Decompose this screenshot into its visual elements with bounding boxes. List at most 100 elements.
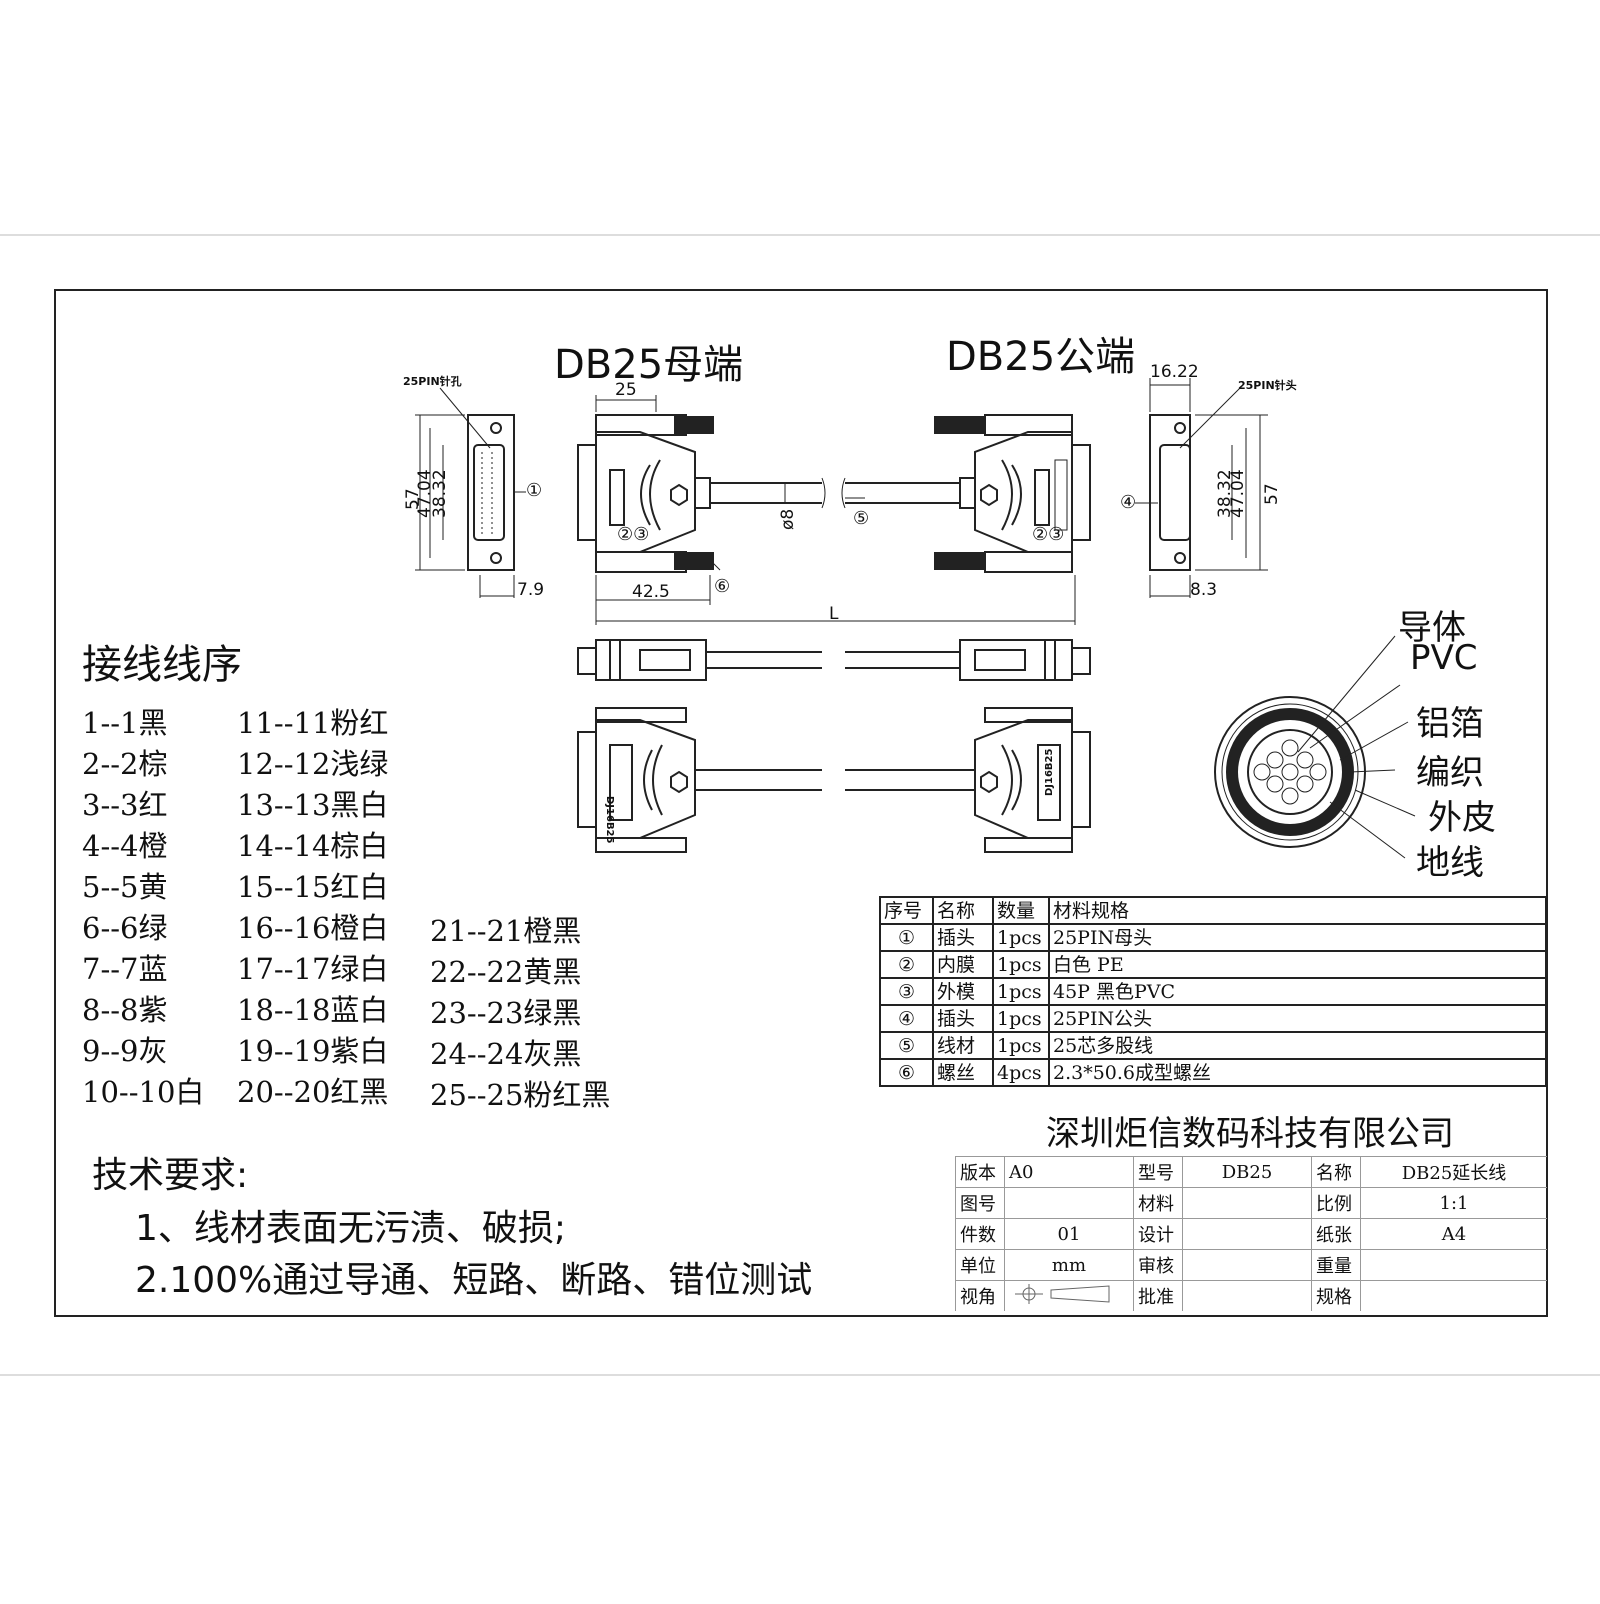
tb-cell	[1182, 1187, 1312, 1219]
bom-cell: 1pcs	[992, 977, 1050, 1006]
female-end-view	[415, 387, 526, 598]
tb-cell: 规格	[1311, 1280, 1361, 1311]
wiring-item: 16--16橙白	[237, 911, 389, 945]
callout-1: ①	[526, 480, 543, 501]
tb-cell: 图号	[955, 1187, 1005, 1219]
wiring-item: 1--1黑	[82, 706, 168, 740]
wiring-item: 13--13黑白	[237, 788, 389, 822]
requirements-title: 技术要求:	[92, 1155, 249, 1196]
table-row: 件数 01 设计 纸张 A4	[955, 1218, 1547, 1250]
bom-cell: 25PIN公头	[1048, 1004, 1547, 1033]
male-end-view	[1135, 378, 1268, 598]
cs-label-ground: 地线	[1416, 843, 1484, 883]
tb-cell: DB25延长线	[1360, 1156, 1547, 1188]
tb-cell: 设计	[1133, 1218, 1183, 1250]
bom-cell: 25芯多股线	[1048, 1031, 1547, 1060]
bom-cell: 内膜	[932, 950, 994, 979]
callout-23-right: ②③	[1032, 524, 1065, 545]
callout-23-left: ②③	[617, 524, 650, 545]
cs-label-pvc: PVC	[1410, 638, 1478, 678]
tb-cell: 件数	[955, 1218, 1005, 1250]
tb-cell	[1182, 1218, 1312, 1250]
wiring-item: 9--9灰	[82, 1034, 168, 1068]
bom-cell: 外模	[932, 977, 994, 1006]
tb-cell: mm	[1004, 1249, 1134, 1281]
cs-label-jacket: 外皮	[1428, 798, 1496, 838]
cable-cross-section	[1214, 635, 1416, 859]
male-connector-side	[934, 414, 1091, 573]
bom-cell: 2.3*50.6成型螺丝	[1048, 1058, 1547, 1087]
wiring-item: 24--24灰黑	[430, 1037, 582, 1071]
tb-cell: 单位	[955, 1249, 1005, 1281]
drawing-frame	[54, 289, 1548, 1317]
top-view	[577, 639, 1091, 681]
callout-5: ⑤	[853, 508, 870, 529]
female-title: DB25母端	[554, 342, 744, 388]
tb-cell	[1360, 1249, 1547, 1281]
bom-cell: 25PIN母头	[1048, 923, 1547, 952]
table-row: 版本 A0 型号 DB25 名称 DB25延长线	[955, 1156, 1547, 1188]
tb-cell: 重量	[1311, 1249, 1361, 1281]
dim-425: 42.5	[632, 582, 670, 602]
bom-cell: 插头	[932, 923, 994, 952]
tb-cell: 1:1	[1360, 1187, 1547, 1219]
projection-symbol	[1004, 1280, 1134, 1311]
table-row: 单位 mm 审核 重量	[955, 1249, 1547, 1281]
wiring-item: 6--6绿	[82, 911, 168, 945]
tb-cell: A0	[1004, 1156, 1134, 1188]
callout-4: ④	[1120, 492, 1137, 513]
cs-label-braid: 编织	[1416, 753, 1484, 793]
wiring-item: 14--14棕白	[237, 829, 389, 863]
wiring-item: 5--5黄	[82, 870, 168, 904]
table-row: ⑤ 线材 1pcs 25芯多股线	[879, 1031, 1547, 1060]
bottom-view	[577, 707, 1091, 853]
wiring-item: 18--18蓝白	[237, 993, 389, 1027]
bom-cell: ④	[879, 1004, 934, 1033]
wiring-item: 15--15红白	[237, 870, 389, 904]
wiring-item: 7--7蓝	[82, 952, 168, 986]
wiring-item: 20--20红黑	[237, 1075, 389, 1109]
table-row: 视角 批准 规格	[955, 1280, 1547, 1311]
wiring-item: 12--12浅绿	[237, 747, 389, 781]
tb-cell: DB25	[1182, 1156, 1312, 1188]
wiring-item: 22--22黄黑	[430, 955, 582, 989]
bom-header: 数量	[992, 896, 1050, 925]
wiring-item: 11--11粉红	[237, 706, 389, 740]
callout-6: ⑥	[714, 576, 731, 597]
tb-cell	[1182, 1280, 1312, 1311]
dim-3832-left: 38.32	[430, 469, 450, 518]
bom-cell: 4pcs	[992, 1058, 1050, 1087]
tb-cell: 材料	[1133, 1187, 1183, 1219]
bom-header: 名称	[932, 896, 994, 925]
dim-83: 8.3	[1190, 580, 1218, 600]
wiring-item: 2--2棕	[82, 747, 168, 781]
table-row: ④ 插头 1pcs 25PIN公头	[879, 1004, 1547, 1033]
male-title: DB25公端	[946, 334, 1136, 380]
bom-cell: 1pcs	[992, 1031, 1050, 1060]
tb-cell: 版本	[955, 1156, 1005, 1188]
bom-table: 序号 名称 数量 材料规格 ① 插头 1pcs 25PIN母头 ② 内膜 1pc…	[879, 896, 1547, 1087]
tb-cell: 纸张	[1311, 1218, 1361, 1250]
drawing-sheet	[0, 234, 1600, 1376]
table-row: ③ 外模 1pcs 45P 黑色PVC	[879, 977, 1547, 1006]
wiring-item: 8--8紫	[82, 993, 168, 1027]
table-row: ⑥ 螺丝 4pcs 2.3*50.6成型螺丝	[879, 1058, 1547, 1087]
tb-cell: 名称	[1311, 1156, 1361, 1188]
cable-top	[710, 477, 960, 509]
requirement-item: 1、线材表面无污渍、破损;	[135, 1208, 567, 1249]
dim-57-right: 57	[1262, 483, 1282, 505]
wiring-item: 17--17绿白	[237, 952, 389, 986]
bom-cell: 线材	[932, 1031, 994, 1060]
bom-cell: 插头	[932, 1004, 994, 1033]
dim-4704-right: 47.04	[1228, 469, 1248, 518]
bom-header: 序号	[879, 896, 934, 925]
bom-cell: ②	[879, 950, 934, 979]
wiring-item: 3--3红	[82, 788, 168, 822]
cs-label-conductor: 导体	[1398, 608, 1466, 648]
projection-icon	[1015, 1283, 1110, 1304]
side-label-right: DJ16B25	[1044, 748, 1055, 796]
bom-cell: 1pcs	[992, 923, 1050, 952]
dim-25: 25	[615, 380, 637, 400]
tb-cell: 视角	[955, 1280, 1005, 1311]
